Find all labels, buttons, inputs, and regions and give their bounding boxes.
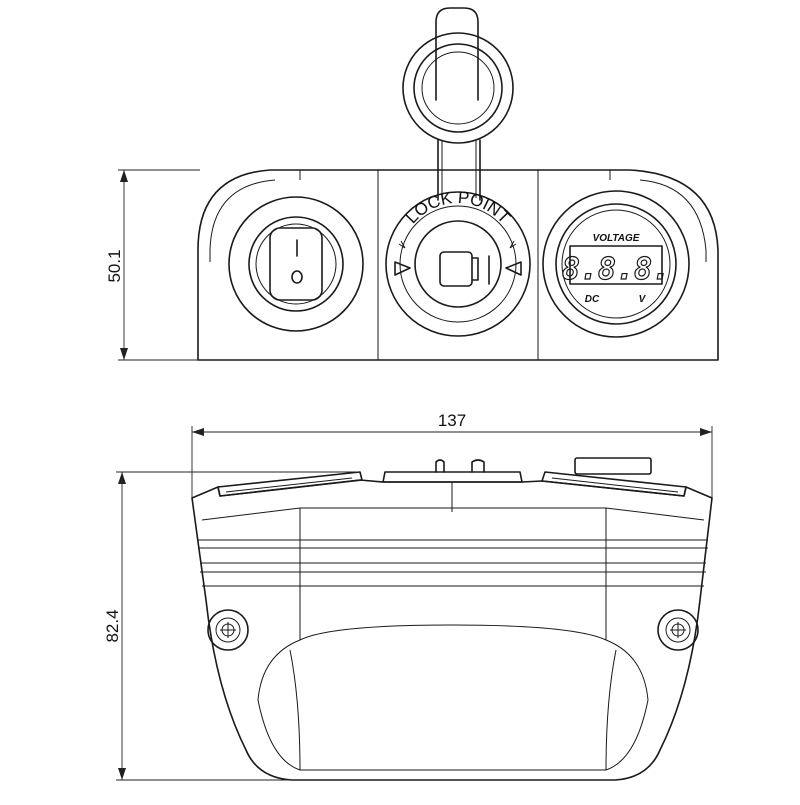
switch-off-mark [291,270,303,284]
side-plate-left [217,471,363,497]
voltmeter-icon: VOLTAGE 8.8.8. DC V [542,190,690,338]
bottom-height-label: 82.4 [103,609,122,642]
side-cap [574,457,652,475]
side-body-outline [191,479,713,781]
bottom-width-label: 137 [438,411,466,430]
side-plate-center [382,471,523,483]
cigarette-socket-icon: LOCK POINT [385,188,531,337]
side-view: 137 82.4 [103,411,713,781]
screw-icon-left [207,609,249,651]
bottom-width-dimension: 137 [191,411,713,498]
top-height-dimension: 50.1 [105,169,200,361]
voltmeter-dc-label: DC [585,294,600,305]
top-housing-outline [197,169,719,361]
voltmeter-title: VOLTAGE [593,233,640,244]
screw-icon-right [657,609,699,651]
rocker-switch-icon [228,196,364,332]
top-height-label: 50.1 [105,249,124,282]
top-view: LOCK POINT VOLTAGE 8.8.8. DC V [105,7,719,361]
voltmeter-v-label: V [639,294,647,305]
socket-cap [402,7,514,201]
voltmeter-reading: 8.8.8. [562,252,670,287]
bottom-height-dimension: 82.4 [103,471,360,781]
top-housing-inner [209,179,707,262]
